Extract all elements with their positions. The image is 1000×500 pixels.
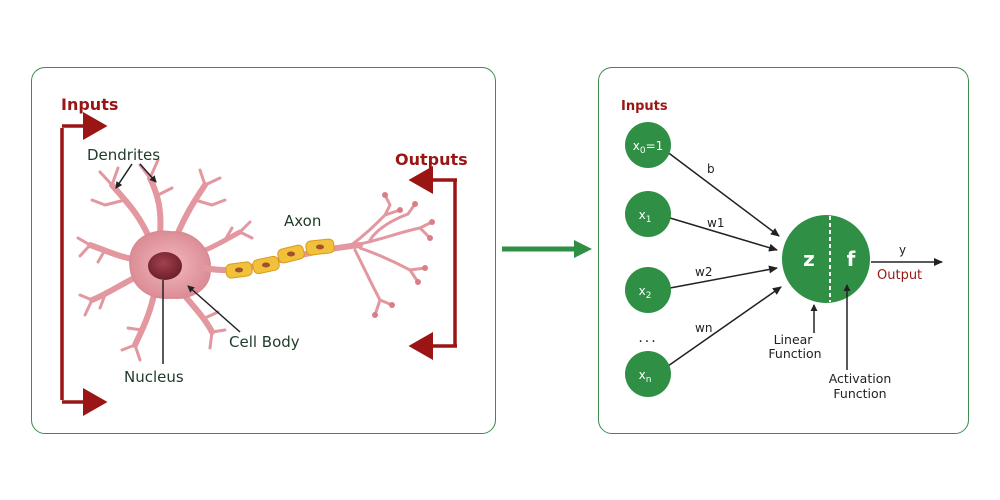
perceptron-inputs-label: Inputs (621, 99, 668, 114)
input-node-x0: x0=1 (625, 122, 671, 168)
f-label: f (847, 247, 856, 271)
connection-b (665, 150, 780, 237)
dendrites-label: Dendrites (87, 146, 160, 164)
weight-w2-label: w2 (695, 265, 712, 279)
neuron-inputs-label: Inputs (61, 95, 118, 114)
connection-w2 (669, 265, 778, 289)
dendrites-pointer-2 (139, 163, 157, 183)
svg-text:x2: x2 (639, 284, 652, 301)
myelin-sheaths (225, 238, 335, 279)
input-node-xn: xn (625, 351, 671, 397)
y-label: y (899, 243, 906, 257)
neuron-outputs-label: Outputs (395, 150, 468, 169)
axon-terminals (348, 193, 434, 317)
linear-function-label: Linear Function (768, 332, 821, 361)
dendrites-pointer (115, 163, 133, 189)
weight-wn-label: wn (695, 321, 712, 335)
activation-function-label: Activation Function (829, 371, 896, 401)
svg-text:x0=1: x0=1 (633, 139, 664, 156)
weight-w1-label: w1 (707, 216, 724, 230)
weight-connections (665, 150, 782, 367)
output-label: Output (877, 268, 922, 283)
connection-w1 (669, 217, 778, 252)
nucleus-label: Nucleus (124, 368, 184, 386)
outputs-bracket (408, 166, 457, 360)
connection-wn (667, 286, 782, 367)
axon-label: Axon (284, 212, 321, 230)
input-node-x1: x1 (625, 191, 671, 237)
input-node-x2: x2 (625, 267, 671, 313)
neuron-unit: z f (782, 215, 870, 303)
inputs-bracket (60, 112, 108, 416)
svg-text:x1: x1 (639, 208, 652, 225)
cell-body-label: Cell Body (229, 333, 300, 351)
weight-b-label: b (707, 162, 715, 176)
svg-text:xn: xn (639, 368, 652, 385)
ellipsis-label: ... (638, 330, 657, 346)
transition-arrow (502, 240, 592, 258)
z-label: z (803, 247, 815, 271)
cell-body-pointer (187, 285, 241, 333)
nucleus-shape (148, 252, 182, 280)
